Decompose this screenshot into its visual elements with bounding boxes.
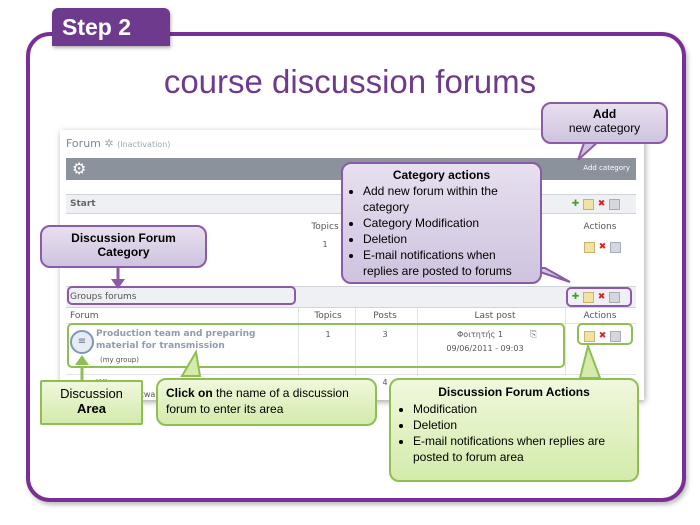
- start-col-topics: Topics: [311, 222, 339, 232]
- groups-category-actions: ✚ ✖: [570, 292, 620, 303]
- notify-icon[interactable]: [610, 331, 621, 342]
- partial-row-fragment-2: ftwa: [138, 390, 156, 399]
- forum-actions-item: Deletion: [413, 417, 629, 433]
- forum-row-highlight: [67, 323, 565, 368]
- gear-icon[interactable]: ⚙: [72, 159, 87, 178]
- start-section-title[interactable]: Start: [70, 199, 96, 209]
- last-post-user[interactable]: Φοιτητής 1: [457, 330, 503, 339]
- start-row-topics: 1: [322, 240, 328, 249]
- add-category-link[interactable]: Add category: [583, 164, 630, 172]
- start-col-actions: Actions: [583, 222, 617, 232]
- edit-icon[interactable]: [583, 199, 594, 210]
- edit-icon[interactable]: [584, 331, 595, 342]
- col-divider: [298, 306, 299, 376]
- groups-section-title[interactable]: Groups forums: [70, 292, 137, 302]
- click-on-rest: the name of a discussion forum to enter …: [166, 386, 349, 416]
- forum-icon: ≡: [70, 330, 94, 354]
- forum-actions-item: E-mail notifications when replies are po…: [413, 433, 629, 465]
- forum-header: Forum ✲ (Inactivation): [66, 137, 170, 150]
- notify-icon[interactable]: [609, 199, 620, 210]
- category-actions-highlight: [566, 287, 632, 307]
- col-divider: [565, 306, 566, 376]
- delete-icon[interactable]: ✖: [597, 292, 606, 302]
- click-on-bold: Click on: [166, 386, 213, 400]
- page-title: course discussion forums: [163, 63, 537, 100]
- notify-icon[interactable]: [609, 292, 620, 303]
- click-on-callout: Click on the name of a discussion forum …: [156, 378, 377, 426]
- col-last-post: Last post: [474, 311, 516, 321]
- forum-actions-list: Modification Deletion E-mail notificatio…: [399, 401, 629, 465]
- category-actions-item: Category Modification: [363, 215, 534, 231]
- forum-topics: 1: [325, 330, 331, 339]
- edit-icon[interactable]: [583, 292, 594, 303]
- col-forum: Forum: [70, 311, 99, 321]
- discussion-area-callout: Discussion Area: [40, 380, 143, 425]
- forum-actions: ✖: [584, 331, 621, 342]
- delete-icon[interactable]: ✖: [598, 331, 607, 341]
- start-row-actions: ✖: [584, 242, 621, 253]
- forum-link[interactable]: Production team and preparing material f…: [96, 329, 256, 351]
- groups-category-highlight: [67, 286, 296, 305]
- inactivation-status[interactable]: (Inactivation): [117, 140, 171, 149]
- col-actions: Actions: [583, 311, 617, 321]
- goto-post-icon[interactable]: ⎘: [530, 330, 538, 340]
- forum-posts: 3: [382, 330, 388, 339]
- edit-icon[interactable]: [584, 242, 595, 253]
- step-label: Step 2: [52, 8, 170, 46]
- forum-actions-highlight: [577, 323, 633, 345]
- row-divider: [66, 374, 636, 375]
- inactivation-icon[interactable]: ✲: [104, 137, 114, 150]
- discussion-area-line1: Discussion: [60, 386, 123, 401]
- forum-actions-title: Discussion Forum Actions: [438, 385, 590, 399]
- discussion-area-line2: Area: [77, 401, 106, 416]
- add-category-callout: Add new category: [541, 102, 668, 144]
- category-actions-item: Add new forum within the category: [363, 183, 534, 215]
- forum-category-callout-line1: Discussion Forum: [71, 231, 176, 245]
- add-forum-icon[interactable]: ✚: [571, 199, 580, 209]
- forum-group: (my group): [100, 356, 139, 364]
- last-post-date: 09/06/2011 - 09:03: [446, 344, 524, 353]
- start-category-actions: ✚ ✖: [570, 199, 620, 210]
- forum-category-callout: Discussion Forum Category: [40, 225, 207, 268]
- partial-row-posts: 4: [382, 378, 388, 387]
- forum-header-title: Forum: [66, 137, 101, 150]
- category-actions-callout: Category actions Add new forum within th…: [341, 162, 542, 284]
- category-actions-title: Category actions: [392, 168, 491, 182]
- forum-actions-callout: Discussion Forum Actions Modification De…: [389, 378, 639, 482]
- notify-icon[interactable]: [610, 242, 621, 253]
- col-divider: [355, 306, 356, 376]
- category-actions-item: E-mail notifications when replies are po…: [363, 247, 534, 279]
- col-topics: Topics: [314, 311, 342, 321]
- col-posts: Posts: [373, 311, 397, 321]
- add-forum-icon[interactable]: ✚: [571, 292, 580, 302]
- delete-icon[interactable]: ✖: [598, 242, 607, 252]
- col-divider: [417, 306, 418, 376]
- add-category-callout-line2: new category: [568, 121, 641, 135]
- delete-icon[interactable]: ✖: [597, 199, 606, 209]
- groups-section-header: Groups forums: [66, 286, 636, 308]
- category-actions-item: Deletion: [363, 231, 534, 247]
- add-category-callout-line1: Add: [592, 107, 617, 121]
- forum-category-callout-line2: Category: [97, 245, 150, 259]
- forum-actions-item: Modification: [413, 401, 629, 417]
- category-actions-list: Add new forum within the category Catego…: [349, 183, 534, 279]
